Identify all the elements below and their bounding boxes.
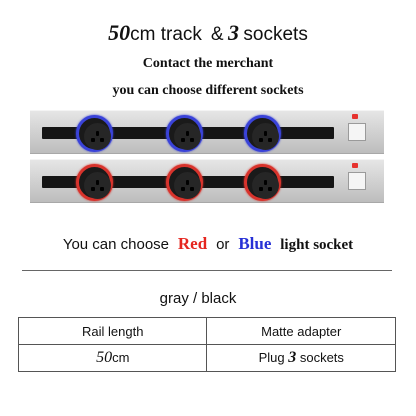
- track-length-unit: cm track: [130, 24, 202, 45]
- choose-suffix: light socket: [280, 237, 354, 253]
- rail-switch-icon: [348, 172, 366, 190]
- socket-count-word: sockets: [243, 24, 308, 45]
- section-divider: [22, 270, 392, 271]
- rail-length-unit: cm: [112, 350, 130, 365]
- table-row: Rail length Matte adapter: [17, 317, 396, 345]
- headline-ampersand: &: [210, 24, 224, 45]
- headline: 50cm track & 3 sockets: [0, 20, 416, 46]
- plug-socket-count: 3: [288, 349, 297, 366]
- rail-length-value: 50: [96, 349, 113, 366]
- plug-suffix: sockets: [299, 350, 344, 365]
- indicator-light-icon: [352, 114, 358, 119]
- table-row: 50cm Plug 3 sockets: [17, 344, 396, 372]
- indicator-light-icon: [352, 163, 358, 168]
- blue-option-label: Blue: [238, 234, 272, 253]
- red-socket-icon: [166, 164, 203, 201]
- red-socket-rail-image: [30, 159, 384, 203]
- red-socket-icon: [76, 164, 113, 201]
- rail-switch-icon: [348, 123, 366, 141]
- socket-count-value: 3: [227, 20, 239, 45]
- choose-sockets-text: you can choose different sockets: [112, 83, 304, 98]
- blue-socket-icon: [166, 115, 203, 152]
- color-variant-label: gray / black: [159, 290, 237, 307]
- blue-socket-icon: [244, 115, 281, 152]
- plug-sockets-cell: Plug 3 sockets: [206, 344, 396, 372]
- contact-merchant-text: Contact the merchant: [142, 56, 274, 71]
- choose-prefix: You can choose: [62, 236, 170, 253]
- red-option-label: Red: [177, 234, 208, 253]
- spec-table: Rail length Matte adapter 50cm Plug 3 so…: [17, 317, 396, 372]
- blue-socket-rail-image: [30, 110, 384, 154]
- rail-length-cell: 50cm: [17, 344, 208, 372]
- rail-length-header: Rail length: [17, 317, 208, 345]
- track-length-value: 50: [108, 20, 131, 45]
- matte-adapter-header: Matte adapter: [206, 317, 396, 345]
- light-color-choice: You can choose Red or Blue light socket: [0, 234, 416, 254]
- or-label: or: [216, 236, 230, 253]
- blue-socket-icon: [76, 115, 113, 152]
- red-socket-icon: [244, 164, 281, 201]
- plug-prefix: Plug: [258, 350, 285, 365]
